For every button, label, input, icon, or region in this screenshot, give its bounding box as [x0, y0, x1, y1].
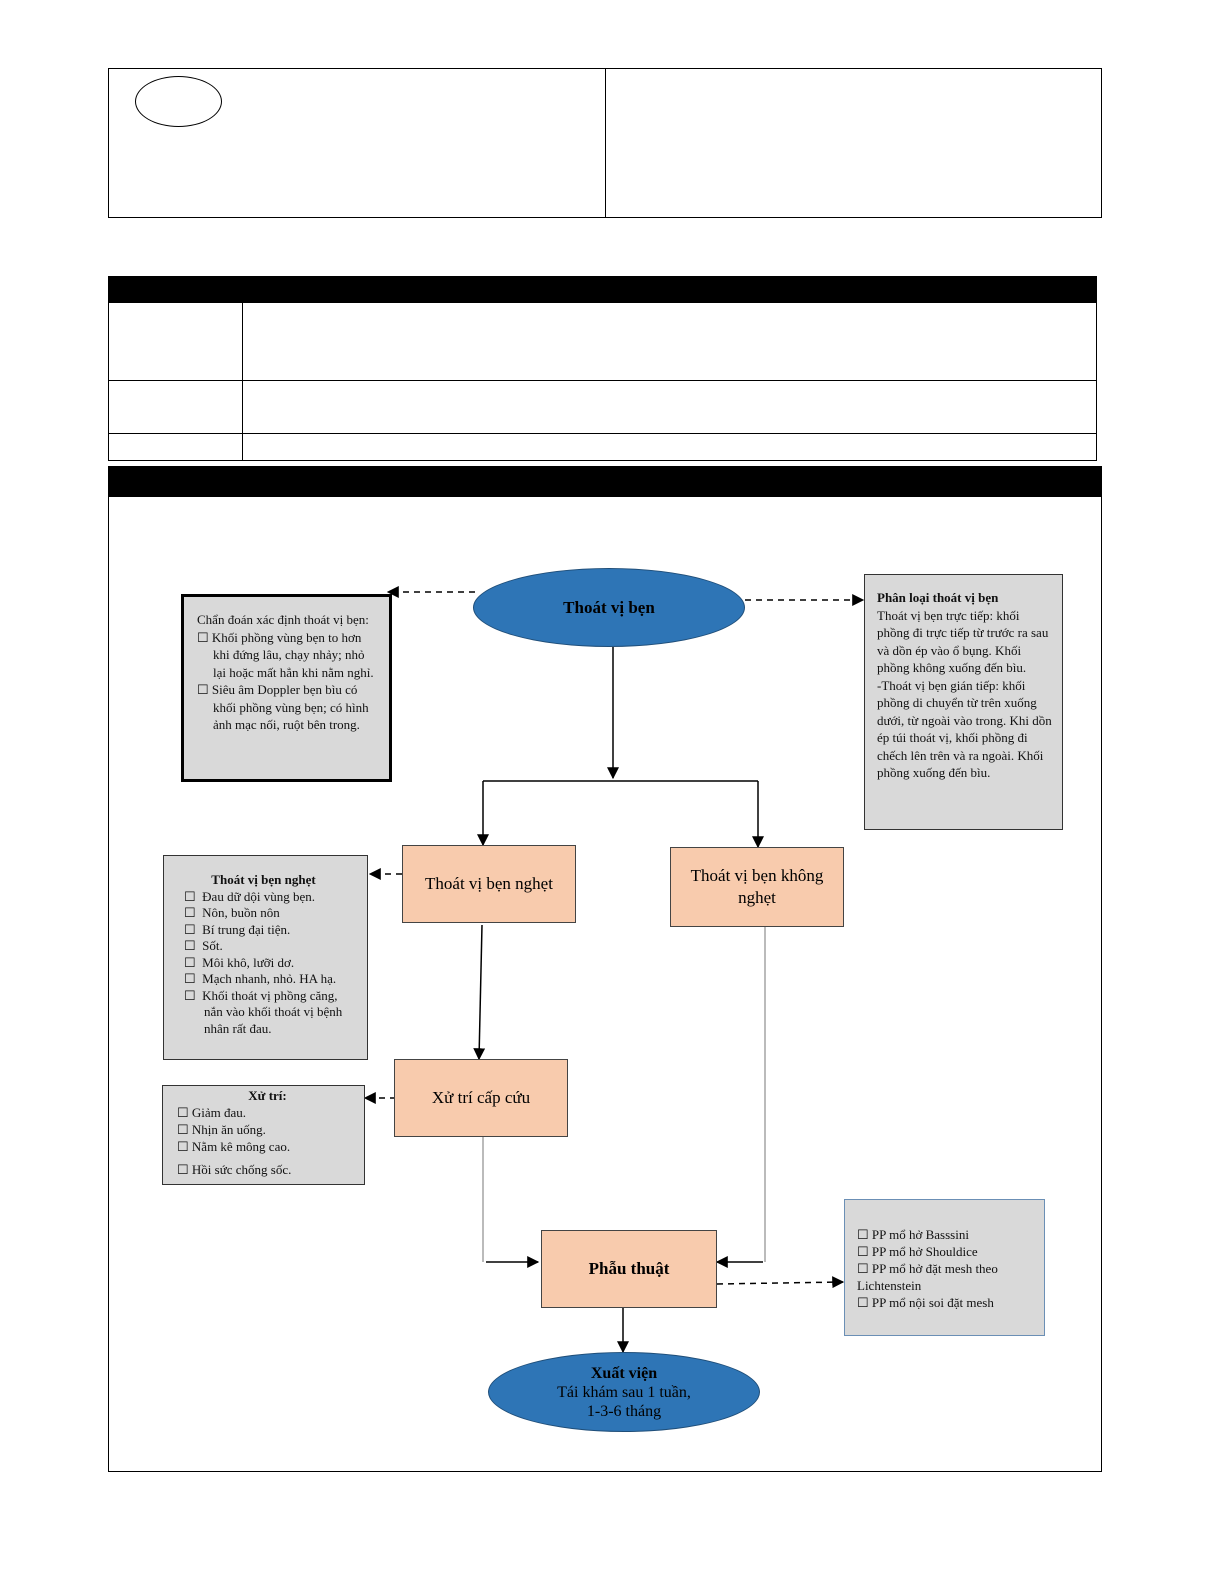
- dashed-arrow-to-methods: [716, 1276, 845, 1289]
- signs-item: ☐ Mạch nhanh, nhỏ. HA hạ.: [184, 971, 337, 986]
- checkbox-icon: ☐: [177, 1162, 189, 1177]
- signs-item: ☐ Khối thoát vị phồng căng, nắn vào khối…: [184, 987, 343, 1036]
- checkbox-icon: ☐: [184, 954, 196, 970]
- checkbox-icon: ☐: [857, 1261, 869, 1276]
- node-discharge: Xuất viện Tái khám sau 1 tuần, 1-3-6 thá…: [488, 1352, 760, 1432]
- checkbox-icon: ☐: [184, 888, 196, 904]
- checkbox-icon: ☐: [184, 971, 196, 986]
- node-root: Thoát vị bẹn: [473, 568, 745, 647]
- logo-placeholder: [135, 76, 222, 127]
- info-table-col-divider: [242, 303, 243, 461]
- info-table-row-divider: [108, 380, 1097, 381]
- method-item: ☐ PP mổ hở đặt mesh theo Lichtenstein: [857, 1261, 998, 1293]
- discharge-title: Xuất viện: [590, 1364, 658, 1382]
- management-item: ☐ Nhịn ăn uống.: [177, 1122, 266, 1137]
- checkbox-icon: ☐: [177, 1139, 189, 1154]
- management-item: ☐ Giảm đau.: [177, 1105, 247, 1120]
- method-item: ☐ PP mổ hở Shouldice: [857, 1244, 978, 1259]
- info-table-header-bar: [108, 276, 1097, 303]
- checkbox-icon: ☐: [184, 987, 196, 1003]
- node-surgery-label: Phẫu thuật: [588, 1259, 670, 1278]
- discharge-line1: Tái khám sau 1 tuần,: [557, 1383, 691, 1401]
- node-strangulated: Thoát vị bẹn nghẹt: [402, 845, 576, 923]
- arrow-to-emergency: [473, 924, 486, 1061]
- flowchart-frame: [108, 466, 1102, 1472]
- classification-title: Phân loại thoát vị bẹn: [877, 590, 999, 605]
- methods-box: ☐ PP mổ hở Basssini ☐ PP mổ hở Shouldice…: [844, 1199, 1045, 1336]
- checkbox-icon: ☐: [177, 1105, 189, 1120]
- strangulated-signs-box: Thoát vị bẹn nghẹt ☐ Đau dữ dội vùng bẹn…: [163, 855, 368, 1060]
- checkbox-icon: ☐: [197, 629, 209, 645]
- checkbox-icon: ☐: [857, 1295, 869, 1310]
- signs-item: ☐ Môi khô, lưỡi dơ.: [184, 954, 295, 970]
- checkbox-icon: ☐: [857, 1227, 869, 1242]
- info-table: [108, 303, 1097, 461]
- classification-direct: Thoát vị bẹn trực tiếp: khối phồng đi tr…: [877, 607, 1049, 676]
- diagnosis-intro: Chẩn đoán xác định thoát vị bẹn:: [197, 612, 369, 627]
- node-not-strangulated: Thoát vị bẹn không nghẹt: [670, 847, 844, 927]
- classification-box: Phân loại thoát vị bẹn Thoát vị bẹn trực…: [864, 574, 1063, 830]
- diagnosis-item: ☐ Siêu âm Doppler bẹn bìu có khối phồng …: [197, 682, 369, 732]
- discharge-line2: 1-3-6 tháng: [586, 1402, 662, 1420]
- method-item: ☐ PP mổ hở Basssini: [857, 1227, 969, 1242]
- checkbox-icon: ☐: [184, 905, 196, 920]
- classification-indirect: -Thoát vị bẹn gián tiếp: khối phồng di c…: [877, 677, 1052, 781]
- signs-item: ☐ Nôn, buồn nôn: [184, 905, 280, 920]
- checkbox-icon: ☐: [177, 1122, 189, 1137]
- node-not-strangulated-label: Thoát vị bẹn không nghẹt: [690, 866, 824, 907]
- flowchart-header-bar: [108, 466, 1102, 497]
- node-surgery: Phẫu thuật: [541, 1230, 717, 1308]
- checkbox-icon: ☐: [197, 682, 209, 697]
- diagnosis-item: ☐ Khối phồng vùng bẹn to hơn khi đứng lâ…: [197, 629, 374, 680]
- checkbox-icon: ☐: [184, 921, 196, 937]
- signs-item: ☐ Đau dữ dội vùng bẹn.: [184, 888, 315, 904]
- diagnosis-box: Chẩn đoán xác định thoát vị bẹn: ☐ Khối …: [181, 594, 392, 782]
- header-divider: [605, 68, 606, 218]
- signs-item: ☐ Bí trung đại tiện.: [184, 921, 291, 937]
- node-root-label: Thoát vị bẹn: [563, 597, 655, 617]
- node-emergency-label: Xử trí cấp cứu: [431, 1088, 531, 1107]
- checkbox-icon: ☐: [857, 1244, 869, 1259]
- info-table-row-divider: [108, 433, 1097, 434]
- node-emergency: Xử trí cấp cứu: [394, 1059, 568, 1137]
- signs-item: ☐ Sốt.: [184, 938, 223, 953]
- management-item: ☐ Nằm kê mông cao.: [177, 1139, 291, 1154]
- management-item: ☐ Hồi sức chống sốc.: [177, 1162, 292, 1177]
- management-title: Xử trí:: [248, 1088, 287, 1103]
- management-box: Xử trí: ☐ Giảm đau. ☐ Nhịn ăn uống. ☐ Nằ…: [162, 1085, 365, 1185]
- method-item: ☐ PP mổ nội soi đặt mesh: [857, 1295, 994, 1310]
- checkbox-icon: ☐: [184, 938, 196, 953]
- signs-title: Thoát vị bẹn nghẹt: [211, 872, 316, 887]
- node-strangulated-label: Thoát vị bẹn nghẹt: [425, 874, 553, 893]
